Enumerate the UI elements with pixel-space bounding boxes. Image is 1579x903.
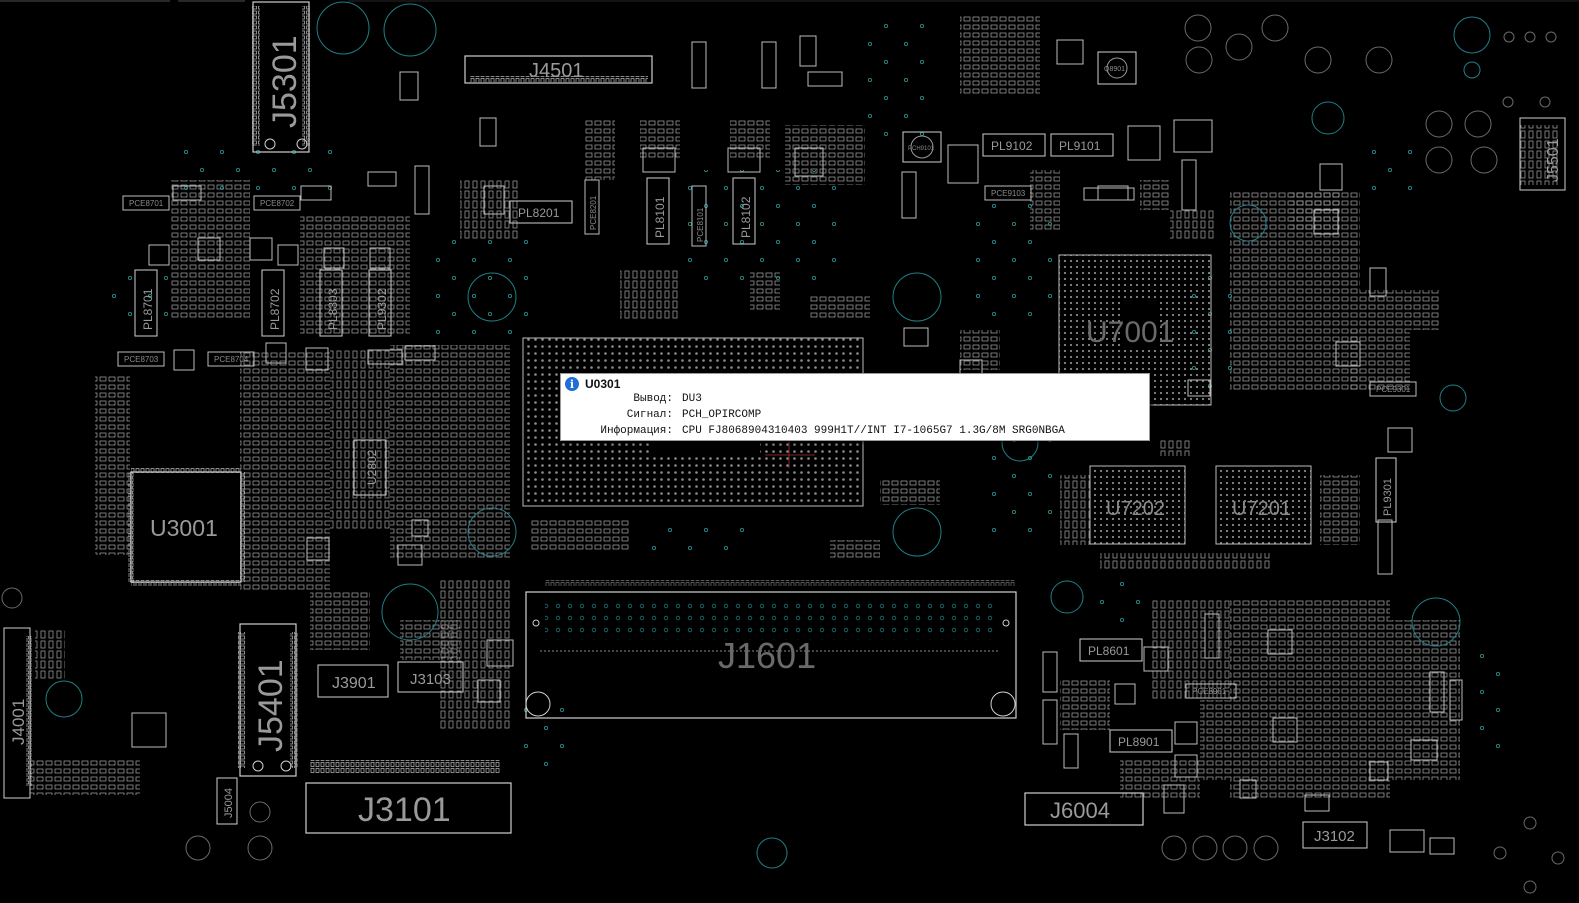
chip-u7201[interactable]: U7201 [1215, 465, 1312, 545]
tooltip-title: U0301 [585, 377, 621, 391]
connector-j3901[interactable]: J3901 [317, 664, 389, 698]
j3101-label: J3101 [358, 791, 451, 829]
pce9103-label: PCE9103 [991, 189, 1026, 198]
pin-label: Вывод: [633, 393, 673, 405]
j3901-label: J3901 [332, 675, 376, 692]
pl8701-label: PL8701 [141, 288, 155, 330]
tooltip-row-pin: Вывод: DU3 [561, 392, 702, 406]
pl8201-label: PL8201 [518, 206, 560, 220]
connector-j5501[interactable]: J5501 [1519, 117, 1566, 191]
j4501-label: J4501 [529, 60, 584, 82]
inductor-pl8303[interactable]: PL8303 [319, 269, 343, 337]
signal-label: Сигнал: [626, 409, 673, 421]
u3001-label: U3001 [150, 515, 218, 541]
mounting-holes [1, 14, 1565, 894]
tooltip-header: i U0301 [565, 376, 620, 392]
j3103-label: J3103 [410, 671, 451, 688]
inductor-pl9101[interactable]: PL9101 [1050, 133, 1114, 157]
inductor-pl9302[interactable]: PL9302 [368, 269, 392, 337]
connector-j1601[interactable]: J1601 [525, 580, 1017, 719]
info-tooltip: i U0301 Вывод: DU3 Сигнал: PCH_OPIRCOMP Ин… [560, 373, 1150, 441]
u2802-label: U2802 [365, 449, 379, 485]
pch9101-part: PCH9101 [902, 131, 942, 163]
pce8201-label: PCE8201 [589, 195, 598, 230]
pl9101-label: PL9101 [1059, 139, 1101, 153]
pin-value: DU3 [682, 393, 702, 405]
q8901-part: Q8901 [1097, 51, 1137, 85]
pce8101-label: PCE8101 [696, 207, 705, 242]
connector-j6004[interactable]: J6004 [1024, 792, 1144, 826]
pce8901-label: PCE8901 [1192, 687, 1227, 696]
capacitor-labels: PCE8701 PCE8702 PCE8703 PCE8704 PCE8201 … [124, 189, 1411, 696]
inductor-pl9102[interactable]: PL9102 [982, 133, 1046, 157]
pch9101-label: PCH9101 [908, 146, 935, 152]
inductor-pl8901[interactable]: PL8901 [1109, 729, 1173, 753]
pce8704-label: PCE8704 [214, 355, 249, 364]
connector-j4501[interactable]: J4501 [464, 55, 653, 84]
tooltip-row-signal: Сигнал: PCH_OPIRCOMP [561, 408, 761, 422]
inductor-pl9301[interactable]: PL9301 [1375, 457, 1397, 523]
pce9301-label: PCE9301 [1376, 385, 1411, 394]
info-value: CPU FJ8068904310403 999H1T//INT I7-1065G… [682, 425, 1065, 437]
j5004-label: J5004 [223, 788, 235, 818]
j5401-label: J5401 [252, 659, 290, 752]
chip-u2802[interactable]: U2802 [353, 439, 387, 496]
u7201-label: U7201 [1232, 498, 1291, 520]
connector-j3101[interactable]: J3101 [305, 760, 512, 834]
connector-j5004[interactable]: J5004 [216, 777, 238, 825]
inductor-pl8201[interactable]: PL8201 [509, 200, 573, 224]
square-packages [131, 35, 1463, 855]
info-icon: i [565, 377, 579, 391]
tooltip-row-info: Информация: CPU FJ8068904310403 999H1T//I… [561, 424, 1065, 438]
pl8601-label: PL8601 [1088, 644, 1130, 658]
connector-j3102[interactable]: J3102 [1302, 821, 1368, 849]
j4001-label: J4001 [9, 699, 28, 745]
inductor-pl8601[interactable]: PL8601 [1079, 638, 1143, 662]
j3102-label: J3102 [1314, 828, 1355, 845]
j1601-label: J1601 [718, 635, 816, 676]
capacitor-group [117, 179, 1417, 699]
chip-u3001[interactable]: U3001 [128, 468, 245, 586]
q8901-label: Q8901 [1104, 66, 1125, 73]
pl8102-label: PL8102 [739, 196, 753, 238]
pl8901-label: PL8901 [1118, 735, 1160, 749]
inductor-pl8102[interactable]: PL8102 [732, 177, 756, 245]
j5501-label: J5501 [1545, 138, 1562, 182]
pl9301-label: PL9301 [1382, 478, 1394, 516]
pce8701-label: PCE8701 [129, 199, 164, 208]
pl8702-label: PL8702 [268, 288, 282, 330]
signal-value: PCH_OPIRCOMP [682, 409, 762, 421]
j5301-label: J5301 [266, 35, 304, 128]
connector-j5401[interactable]: J5401 [238, 623, 298, 777]
j6004-label: J6004 [1050, 798, 1110, 823]
pl9102-label: PL9102 [991, 139, 1033, 153]
pce8703-label: PCE8703 [124, 355, 159, 364]
pce8702-label: PCE8702 [260, 199, 295, 208]
inductor-pl8101[interactable]: PL8101 [646, 177, 670, 245]
inductor-pl8702[interactable]: PL8702 [261, 269, 285, 337]
inductor-pl8701[interactable]: PL8701 [134, 269, 158, 337]
connector-j4001[interactable]: J4001 [3, 627, 32, 799]
connector-j5301[interactable]: J5301 [252, 1, 310, 153]
pl9302-label: PL9302 [375, 288, 389, 330]
u7001-label: U7001 [1086, 316, 1174, 349]
component-clusters [30, 15, 1560, 800]
u7202-label: U7202 [1106, 498, 1165, 520]
pl8101-label: PL8101 [653, 196, 667, 238]
pl8303-label: PL8303 [326, 288, 340, 330]
connector-j3103[interactable]: J3103 [397, 661, 464, 693]
info-label: Информация: [600, 425, 673, 437]
chip-u7202[interactable]: U7202 [1089, 465, 1186, 545]
